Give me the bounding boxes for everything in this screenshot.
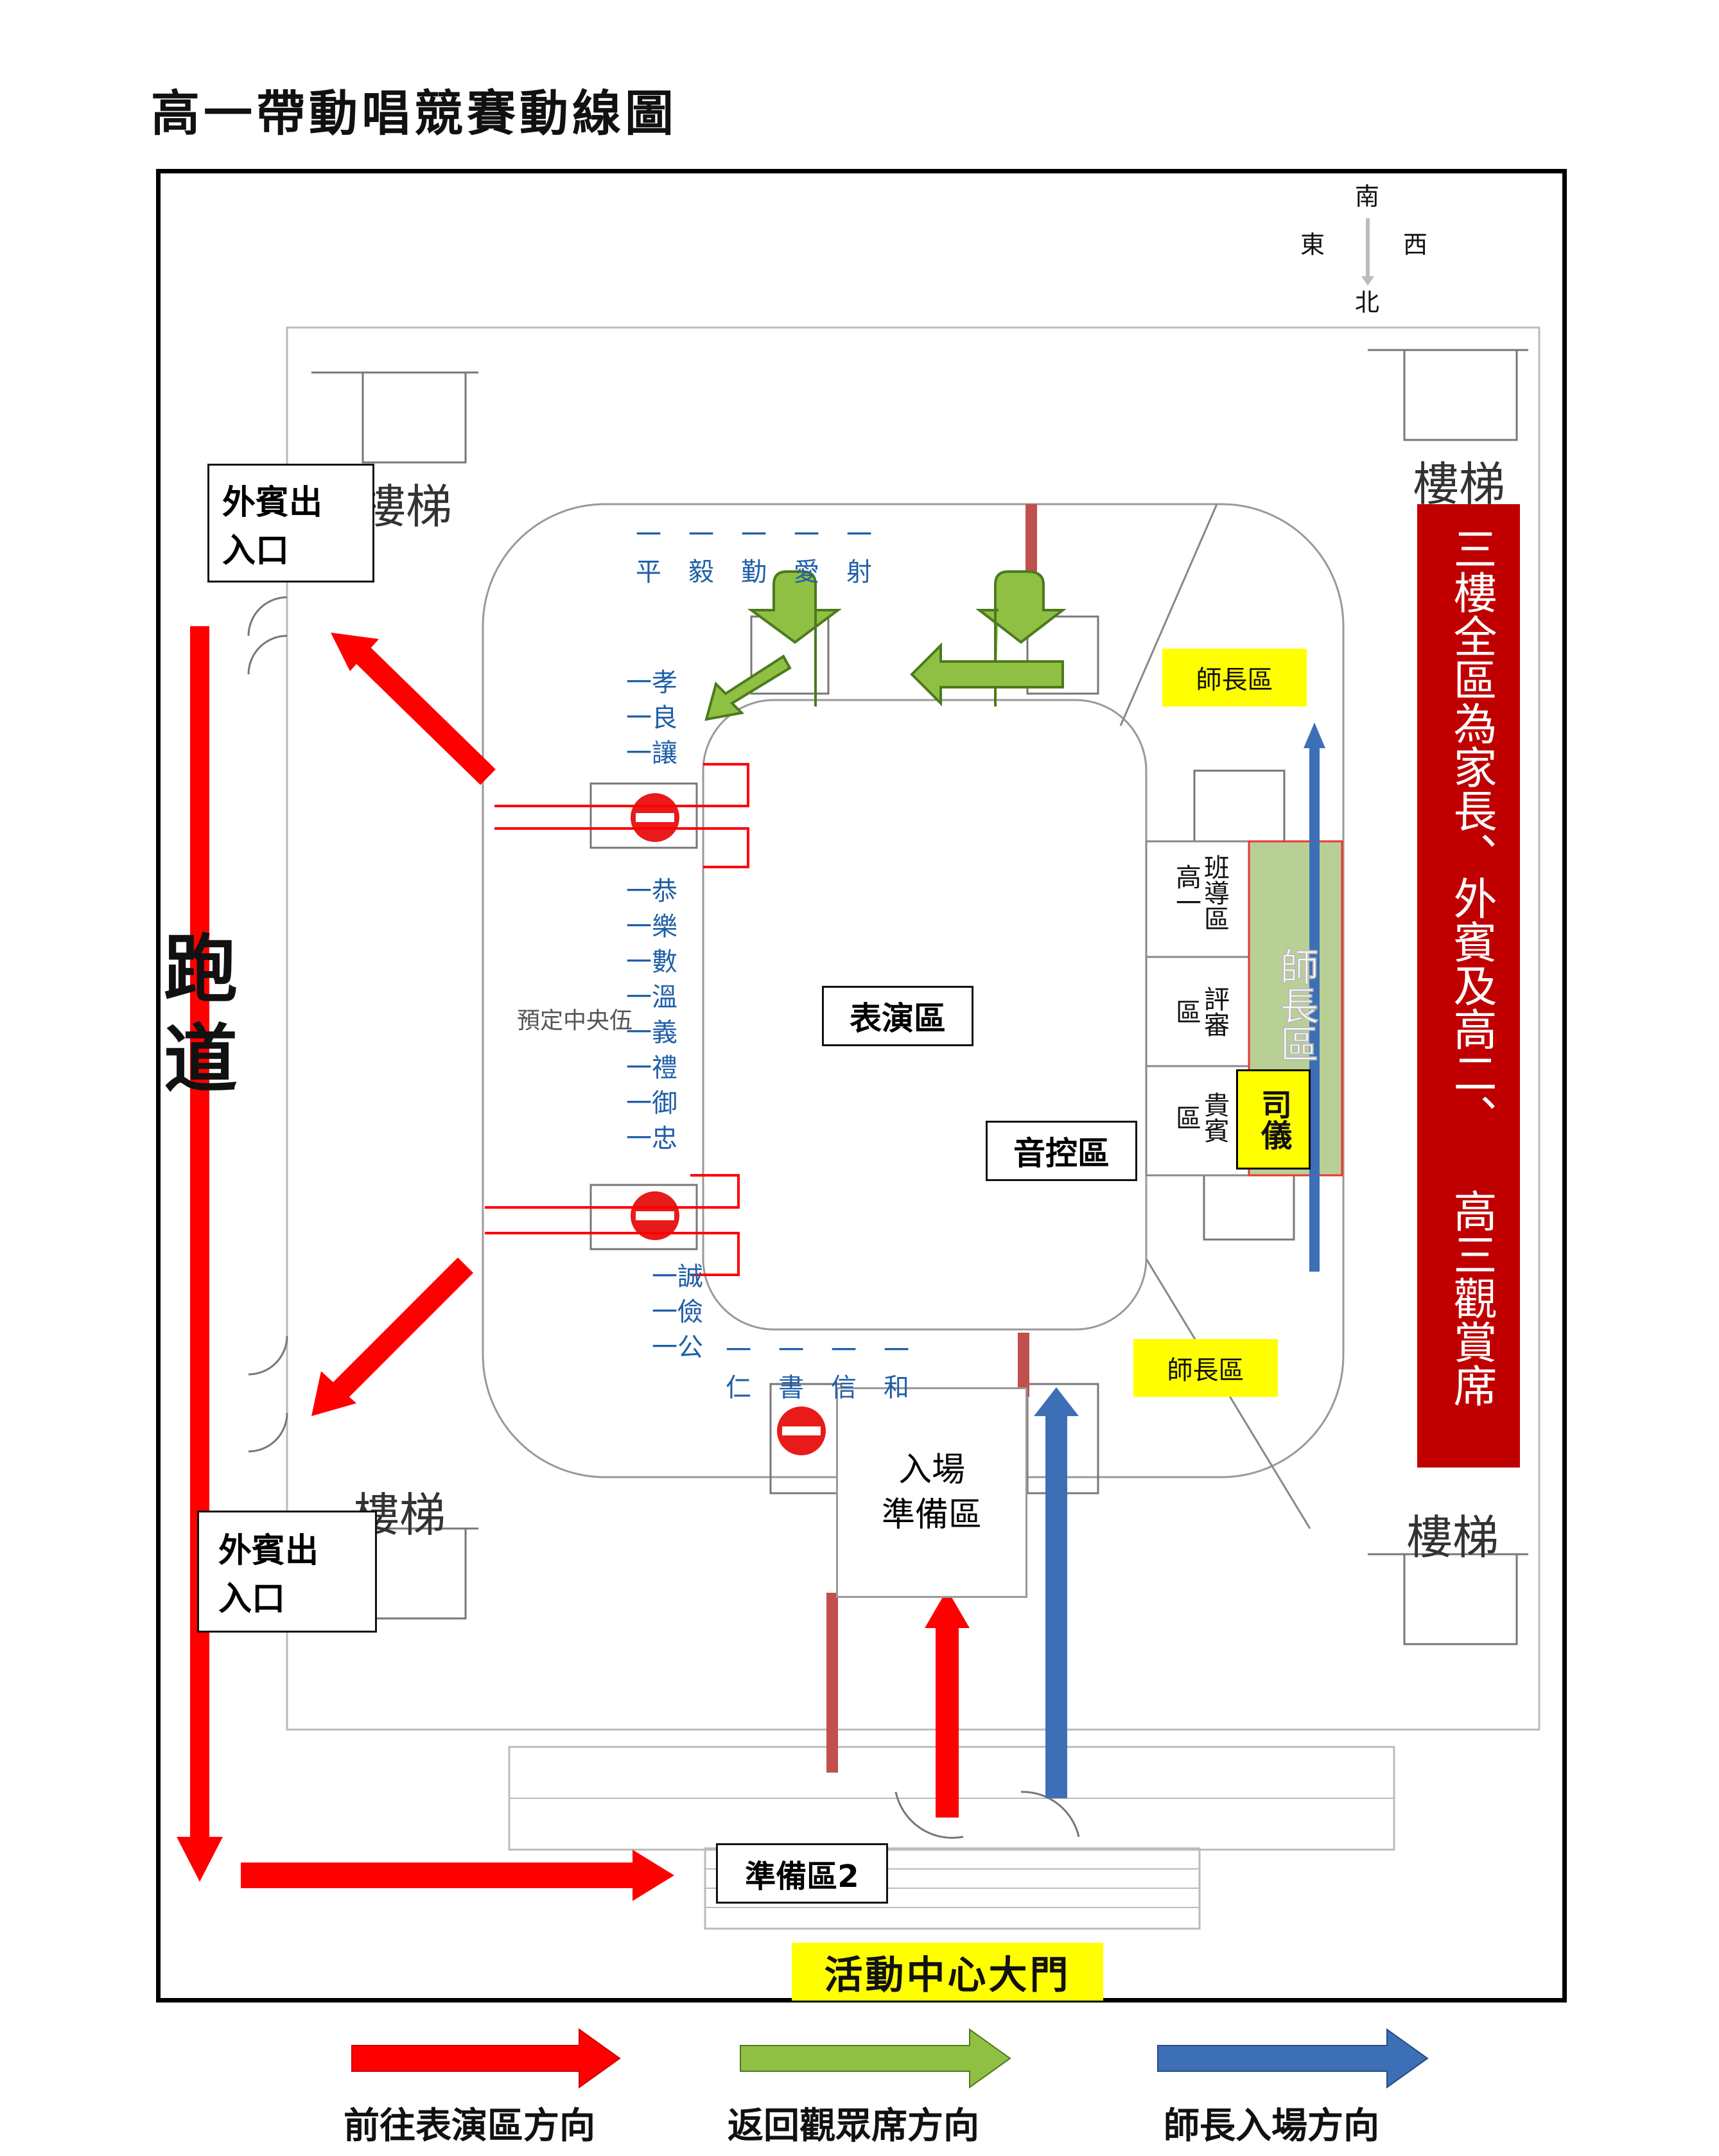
stairs-graphics (311, 349, 1528, 1645)
entry-bars (826, 504, 1037, 1773)
class-char: 書 (778, 1373, 804, 1403)
class-prefix: 一 (778, 1336, 804, 1365)
class-char: 勤 (741, 557, 767, 587)
doors (247, 596, 1080, 1839)
guest-entrance-line2: 入口 (222, 530, 290, 570)
teacher-area-north: 師長區 (1162, 649, 1307, 706)
judges-zone-label: 評審 (1200, 986, 1229, 1037)
exit-lines (485, 763, 749, 1276)
prep-area-2: 準備區2 (716, 1843, 888, 1904)
stairs-label-nw: 樓梯 (360, 480, 453, 534)
track-line2: 道 (164, 1016, 238, 1103)
central-formation-label: 預定中央伍 (517, 1008, 633, 1034)
class-label-left-upper-1: 一良 (626, 703, 677, 733)
class-label-left-mid-7: 一忠 (626, 1124, 677, 1153)
page-title: 高一帶動唱競賽動線圖 (151, 85, 677, 142)
guest-entrance-line1: 外賓出 (218, 1531, 319, 1570)
legend-red-label: 前往表演區方向 (344, 2105, 595, 2147)
green-arrows (704, 570, 1067, 721)
class-prefix: 一 (688, 520, 714, 550)
homeroom-zone-label: 班導區 (1200, 854, 1229, 931)
guest-entrance-line1: 外賓出 (222, 482, 323, 522)
compass-south: 南 (1355, 182, 1380, 211)
class-char: 平 (636, 557, 661, 587)
track-line1: 跑 (164, 926, 238, 1013)
class-label-bottom-0: 一仁 (726, 1329, 751, 1404)
class-label-bottom-3: 一和 (884, 1329, 909, 1404)
compass-east: 東 (1300, 231, 1325, 259)
class-label-top-4: 一射 (846, 514, 872, 588)
entry-prep-line1: 入場 (898, 1451, 965, 1489)
class-prefix: 一 (794, 520, 819, 550)
third-floor-banner (1417, 504, 1520, 1468)
compass-north: 北 (1355, 288, 1380, 317)
guest-entrance-line2: 入口 (218, 1579, 286, 1618)
class-prefix: 一 (741, 520, 767, 550)
class-char: 仁 (726, 1373, 751, 1403)
class-char: 和 (884, 1373, 909, 1403)
class-prefix: 一 (846, 520, 872, 550)
class-label-top-3: 一愛 (794, 514, 819, 588)
class-label-bottom-1: 一書 (778, 1329, 804, 1404)
stairs-label-ne: 樓梯 (1413, 457, 1506, 511)
vip-zone-prefix: 區 (1171, 1105, 1201, 1130)
class-label-left-mid-3: 一溫 (626, 983, 677, 1012)
class-label-left-lower-1: 一儉 (652, 1297, 703, 1327)
class-label-left-mid-2: 一數 (626, 947, 677, 977)
class-prefix: 一 (884, 1336, 909, 1365)
class-label-top-2: 一勤 (741, 514, 767, 588)
class-char: 毅 (688, 557, 714, 587)
class-char: 射 (846, 557, 872, 587)
mc-label: 司儀 (1236, 1069, 1311, 1170)
class-char: 愛 (794, 557, 819, 587)
guest-entrance-south: 外賓出 入口 (197, 1511, 377, 1633)
class-prefix: 一 (636, 520, 661, 550)
class-label-left-lower-0: 一誠 (652, 1262, 703, 1292)
class-prefix: 一 (726, 1336, 751, 1365)
blue-arrows (1034, 723, 1325, 1798)
track-label: 跑 道 (164, 925, 238, 1105)
legend-blue-label: 師長入場方向 (1164, 2105, 1379, 2147)
sound-control-area: 音控區 (986, 1121, 1137, 1181)
guest-entrance-north: 外賓出 入口 (207, 464, 374, 583)
class-label-bottom-2: 一信 (831, 1329, 857, 1404)
class-label-left-upper-2: 一讓 (626, 739, 677, 768)
main-gate-label: 活動中心大門 (792, 1943, 1103, 2001)
building-outline (286, 326, 1540, 1731)
judges-zone-prefix: 區 (1171, 999, 1201, 1024)
class-label-left-mid-6: 一御 (626, 1089, 677, 1118)
class-label-top-1: 一毅 (688, 514, 714, 588)
compass-west: 西 (1403, 231, 1428, 259)
legend-arrows (351, 2028, 1429, 2089)
teacher-area-south: 師長區 (1133, 1339, 1278, 1397)
homeroom-zone-prefix: 高一 (1171, 864, 1201, 915)
entry-prep-line2: 準備區 (881, 1496, 982, 1534)
class-prefix: 一 (831, 1336, 857, 1365)
class-label-left-mid-5: 一禮 (626, 1053, 677, 1083)
class-label-left-lower-2: 一公 (652, 1333, 703, 1362)
red-arrows (177, 626, 970, 1901)
class-label-left-mid-1: 一樂 (626, 912, 677, 942)
class-char: 信 (831, 1373, 857, 1403)
entry-prep-area: 入場 準備區 (836, 1387, 1027, 1598)
third-floor-note: 三樓全區為家長、外賓及高二、 高三觀賞席 (1445, 527, 1496, 1407)
teacher-zone-label: 師長區 (1273, 947, 1319, 1064)
class-label-left-mid-0: 一恭 (626, 877, 677, 906)
class-label-left-mid-4: 一義 (626, 1018, 677, 1047)
class-label-top-0: 一平 (636, 514, 661, 588)
vip-zone-label: 貴賓 (1200, 1092, 1229, 1143)
class-label-left-upper-0: 一孝 (626, 668, 677, 697)
stairs-label-se: 樓梯 (1406, 1511, 1499, 1564)
legend-green-label: 返回觀眾席方向 (728, 2105, 979, 2147)
performance-area: 表演區 (822, 986, 973, 1046)
